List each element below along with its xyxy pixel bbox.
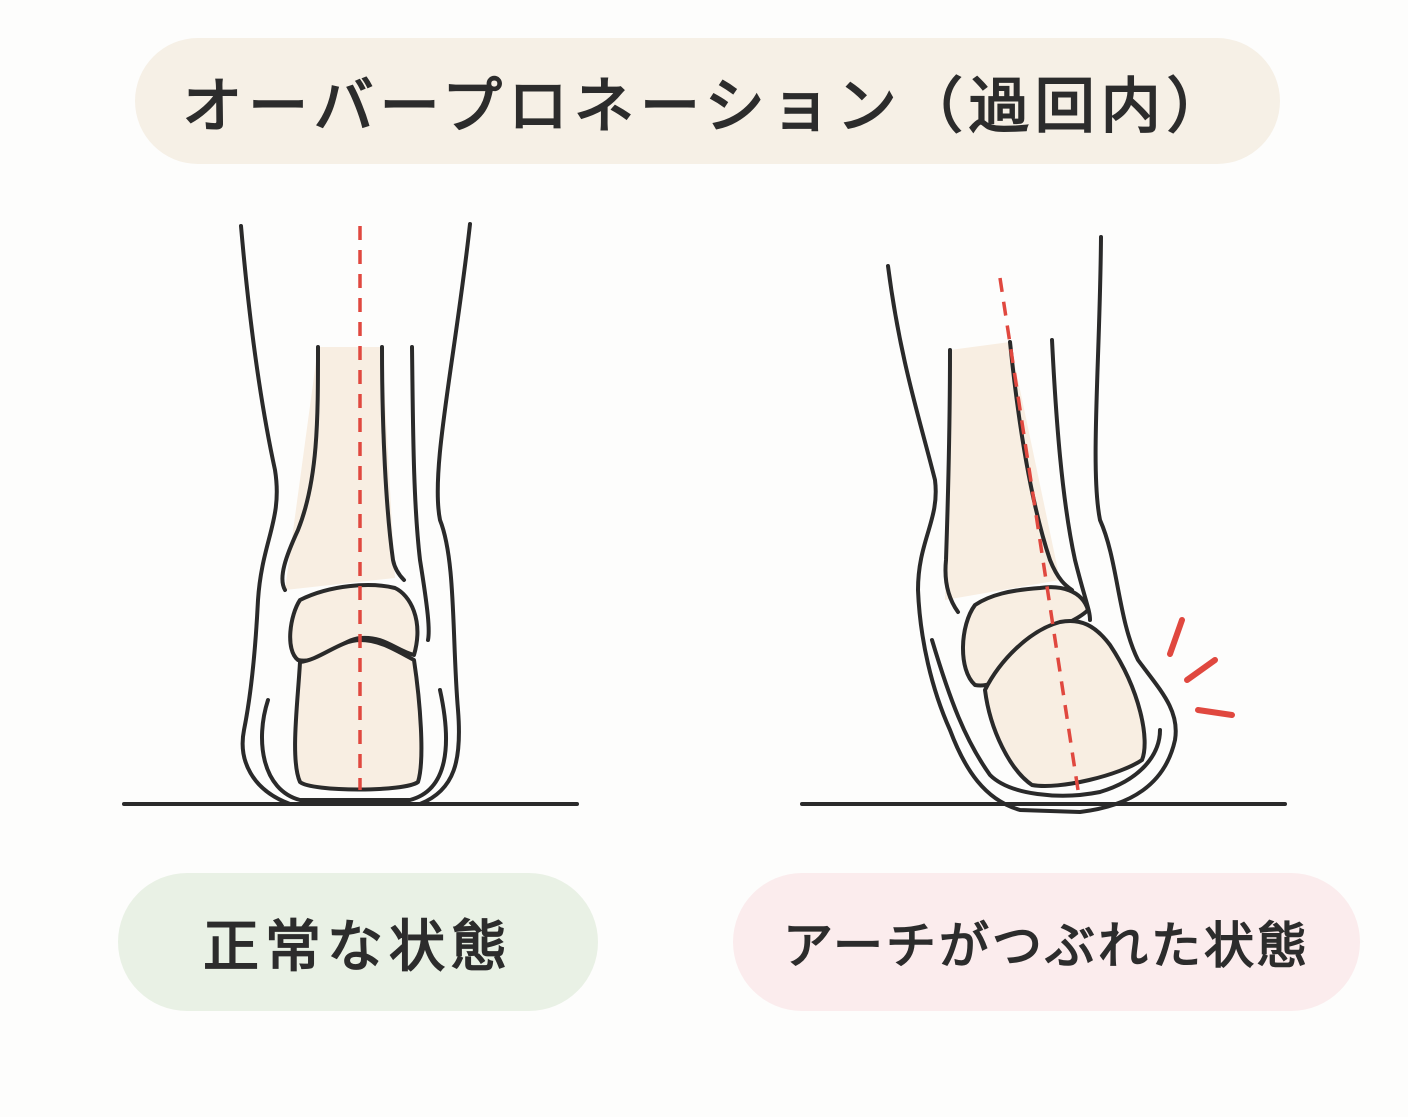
impact-marks-icon xyxy=(1167,617,1235,718)
normal-tibia-right-edge xyxy=(380,345,406,582)
impact-mark xyxy=(1167,617,1185,657)
normal-calcaneus xyxy=(293,638,424,792)
collapsed-calcaneus xyxy=(983,619,1147,788)
collapsed-leg-outline xyxy=(886,235,1178,814)
page-title: オーバープロネーション（過回内） xyxy=(135,38,1280,164)
impact-mark xyxy=(1184,657,1218,683)
normal-fibula xyxy=(410,345,431,642)
collapsed-tibia-left-edge xyxy=(943,348,960,614)
collapsed-tibia xyxy=(945,342,1060,600)
collapsed-heel-inner-outline xyxy=(930,638,1162,798)
collapsed-arch-label: アーチがつぶれた状態 xyxy=(733,873,1360,1011)
normal-tibia-left-edge xyxy=(280,345,320,592)
normal-talus xyxy=(288,583,420,663)
normal-ankle-illustration xyxy=(122,222,579,806)
normal-state-label: 正常な状態 xyxy=(118,873,598,1011)
impact-mark xyxy=(1195,707,1235,718)
normal-leg-outline xyxy=(239,222,472,806)
normal-heel-inner-outline xyxy=(260,688,448,802)
collapsed-tibia-right-edge xyxy=(1008,340,1074,592)
normal-tibia xyxy=(285,347,395,590)
collapsed-ankle-illustration xyxy=(800,235,1287,814)
